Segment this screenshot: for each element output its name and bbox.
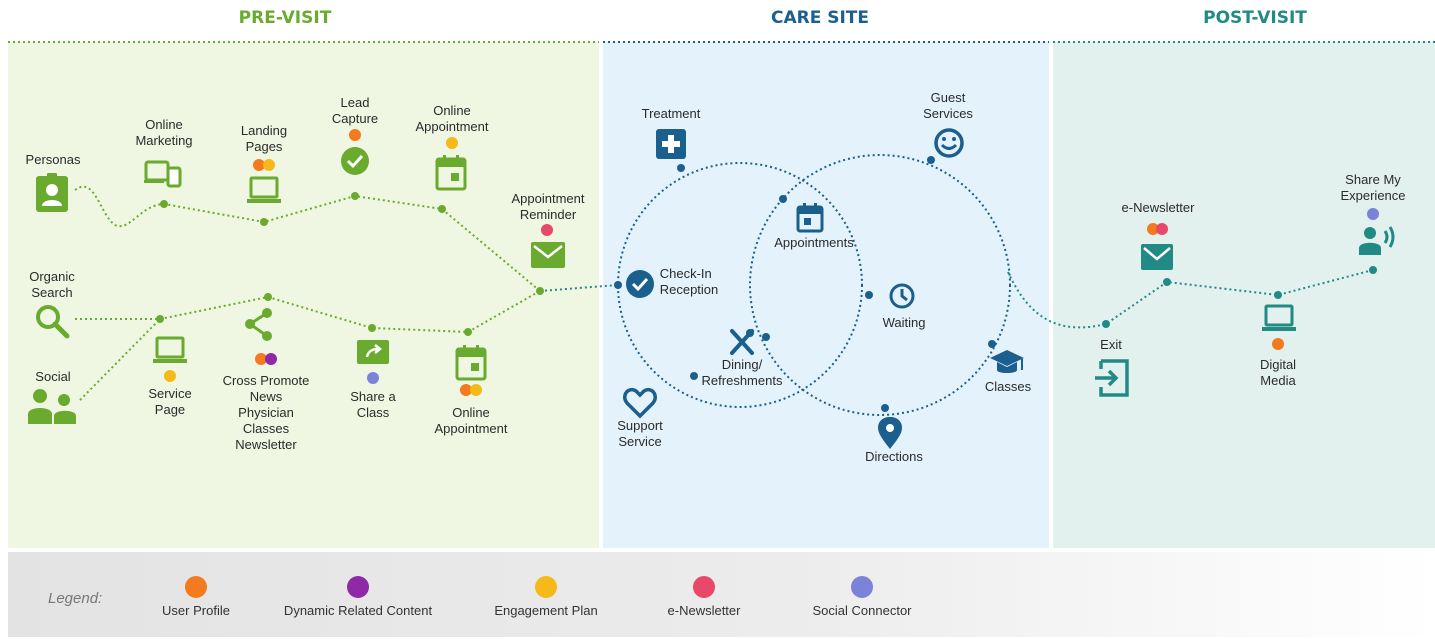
- label-e-newsletter: e-Newsletter: [1121, 200, 1195, 215]
- care-path-nodes: [614, 156, 996, 412]
- post-path-nodes: [1102, 266, 1377, 328]
- section-title-post-visit: POST-VISIT: [1203, 8, 1307, 28]
- label-waiting: Waiting: [882, 315, 926, 330]
- legend-dot-social-connector: [851, 576, 873, 598]
- clock-icon: [889, 283, 915, 309]
- devices-icon: [144, 160, 182, 188]
- legend-title: Legend:: [48, 590, 103, 607]
- legend-label-e-newsletter: e-Newsletter: [667, 603, 741, 618]
- label-online-appointment-bottom: Online Appointment: [434, 405, 508, 436]
- care-site-panel: [603, 42, 1049, 548]
- label-landing-pages: Landing Pages: [240, 123, 288, 154]
- label-personas: Personas: [25, 152, 81, 167]
- label-check-in: Check-In Reception: [659, 266, 719, 297]
- path-search: [75, 290, 541, 334]
- label-appointments: Appointments: [774, 235, 854, 250]
- calendar-icon-bottom: [455, 345, 487, 381]
- care-circle-left: [617, 162, 863, 408]
- calendar-icon-care: [796, 203, 824, 233]
- marker-dots-post: [1147, 208, 1379, 350]
- label-treatment: Treatment: [641, 106, 701, 121]
- calendar-icon: [435, 155, 467, 191]
- megaphone-user-icon: [1359, 226, 1395, 255]
- care-circle-right: [749, 154, 1011, 416]
- path-to-care: [539, 284, 619, 292]
- legend-label-dynamic-content: Dynamic Related Content: [283, 603, 433, 618]
- search-icon: [36, 305, 70, 339]
- legend-dot-e-newsletter: [693, 576, 715, 598]
- label-dining: Dining/ Refreshments: [701, 357, 783, 388]
- map-pin-icon: [878, 417, 902, 449]
- legend-label-social-connector: Social Connector: [812, 603, 912, 618]
- label-organic-search: Organic Search: [29, 269, 75, 300]
- label-digital-media: Digital Media: [1259, 357, 1297, 388]
- id-badge-icon: [36, 173, 68, 212]
- label-directions: Directions: [865, 449, 923, 464]
- path-post: [1007, 269, 1374, 329]
- share-icon: [245, 308, 272, 341]
- label-exit: Exit: [1100, 337, 1122, 352]
- envelope-icon: [531, 242, 565, 268]
- check-circle-icon: [626, 270, 654, 298]
- laptop-icon: [247, 176, 281, 203]
- label-share-a-class: Share a Class: [350, 389, 396, 420]
- users-icon: [28, 389, 76, 424]
- utensils-icon: [730, 329, 754, 355]
- graduation-cap-icon: [990, 350, 1024, 373]
- checkmark-circle-icon: [341, 147, 369, 175]
- label-classes: Classes: [984, 379, 1032, 394]
- legend-label-engagement-plan: Engagement Plan: [494, 603, 598, 618]
- legend-dot-dynamic-content: [347, 576, 369, 598]
- label-cross-promote: Cross Promote News Physician Classes New…: [222, 373, 310, 452]
- label-appointment-reminder: Appointment Reminder: [511, 191, 585, 222]
- medical-cross-icon: [656, 129, 686, 159]
- label-social: Social: [35, 369, 71, 384]
- post-visit-panel: [1053, 42, 1435, 548]
- path-social: [79, 318, 161, 401]
- smile-icon: [934, 128, 964, 158]
- section-title-care-site: CARE SITE: [770, 8, 870, 28]
- marker-dots-pre: [164, 129, 553, 396]
- label-service-page: Service Page: [148, 386, 192, 417]
- label-support-service: Support Service: [617, 418, 663, 449]
- legend-dot-engagement-plan: [535, 576, 557, 598]
- envelope-icon-post: [1141, 244, 1173, 270]
- pre-path-nodes: [156, 192, 544, 336]
- heart-icon: [623, 388, 657, 419]
- legend-label-user-profile: User Profile: [162, 603, 230, 618]
- laptop-icon-post: [1262, 304, 1296, 331]
- path-top: [74, 185, 541, 292]
- exit-icon: [1095, 359, 1129, 397]
- pre-visit-panel: [8, 42, 599, 548]
- label-online-appointment-top: Online Appointment: [415, 103, 489, 134]
- laptop-icon-service: [153, 336, 187, 363]
- label-lead-capture: Lead Capture: [331, 95, 379, 126]
- label-online-marketing: Online Marketing: [135, 117, 193, 148]
- share-screen-icon: [357, 340, 389, 364]
- section-title-pre-visit: PRE-VISIT: [238, 8, 332, 28]
- label-guest-services: Guest Services: [923, 90, 973, 121]
- legend-dot-user-profile: [185, 576, 207, 598]
- label-share-my-experience: Share My Experience: [1340, 172, 1406, 203]
- legend-bar: [8, 552, 1435, 637]
